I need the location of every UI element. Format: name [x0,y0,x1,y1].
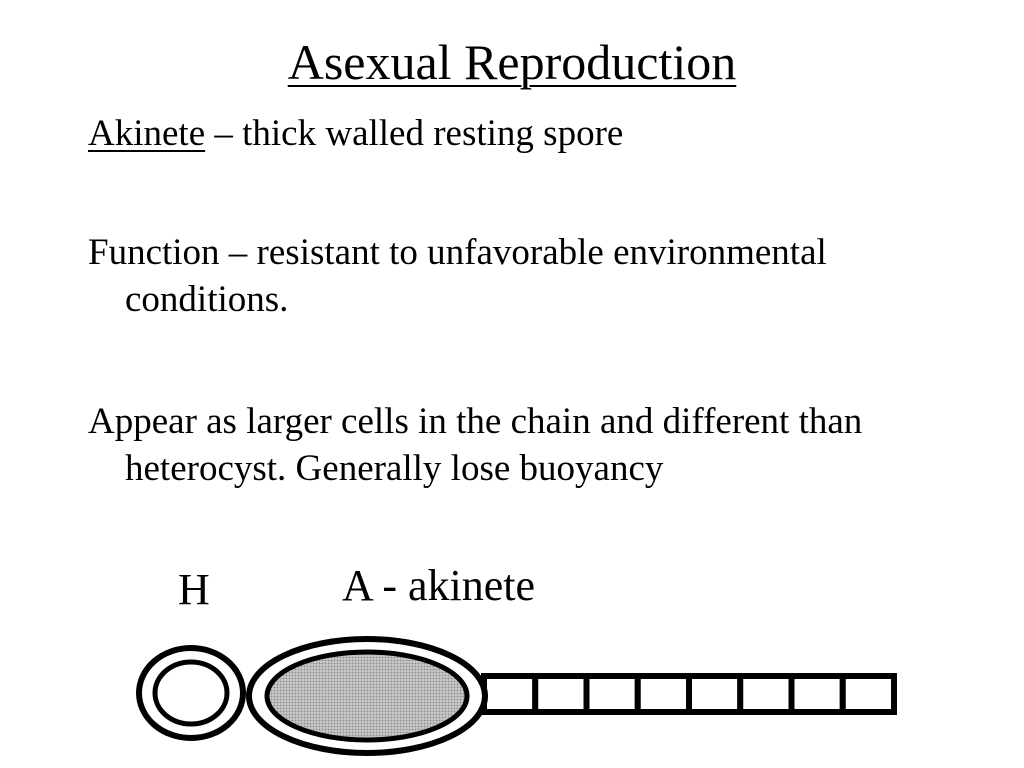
akinete-cell [246,636,488,756]
slide-title: Asexual Reproduction [0,30,1024,94]
heterocyst-cell [136,645,246,741]
slide-title-text: Asexual Reproduction [287,34,737,90]
function-paragraph: Function – resistant to unfavorable envi… [88,232,827,320]
vegetative-cell [532,673,590,715]
appearance-paragraph: Appear as larger cells in the chain and … [88,401,863,489]
vegetative-cell [481,673,539,715]
heterocyst-label: H [178,565,210,614]
akinete-label: A - akinete [342,561,536,610]
vegetative-cell [737,673,795,715]
vegetative-cell [686,673,744,715]
vegetative-cell [788,673,846,715]
vegetative-cell [839,673,897,715]
cyanobacteria-filament-diagram [136,636,897,756]
akinete-term: Akinete [88,113,206,154]
vegetative-cells [481,673,897,715]
akinete-definition-text: – thick walled resting spore [205,113,624,154]
vegetative-cell [583,673,641,715]
akinete-definition: Akinete – thick walled resting spore [88,110,945,157]
vegetative-cell [634,673,692,715]
